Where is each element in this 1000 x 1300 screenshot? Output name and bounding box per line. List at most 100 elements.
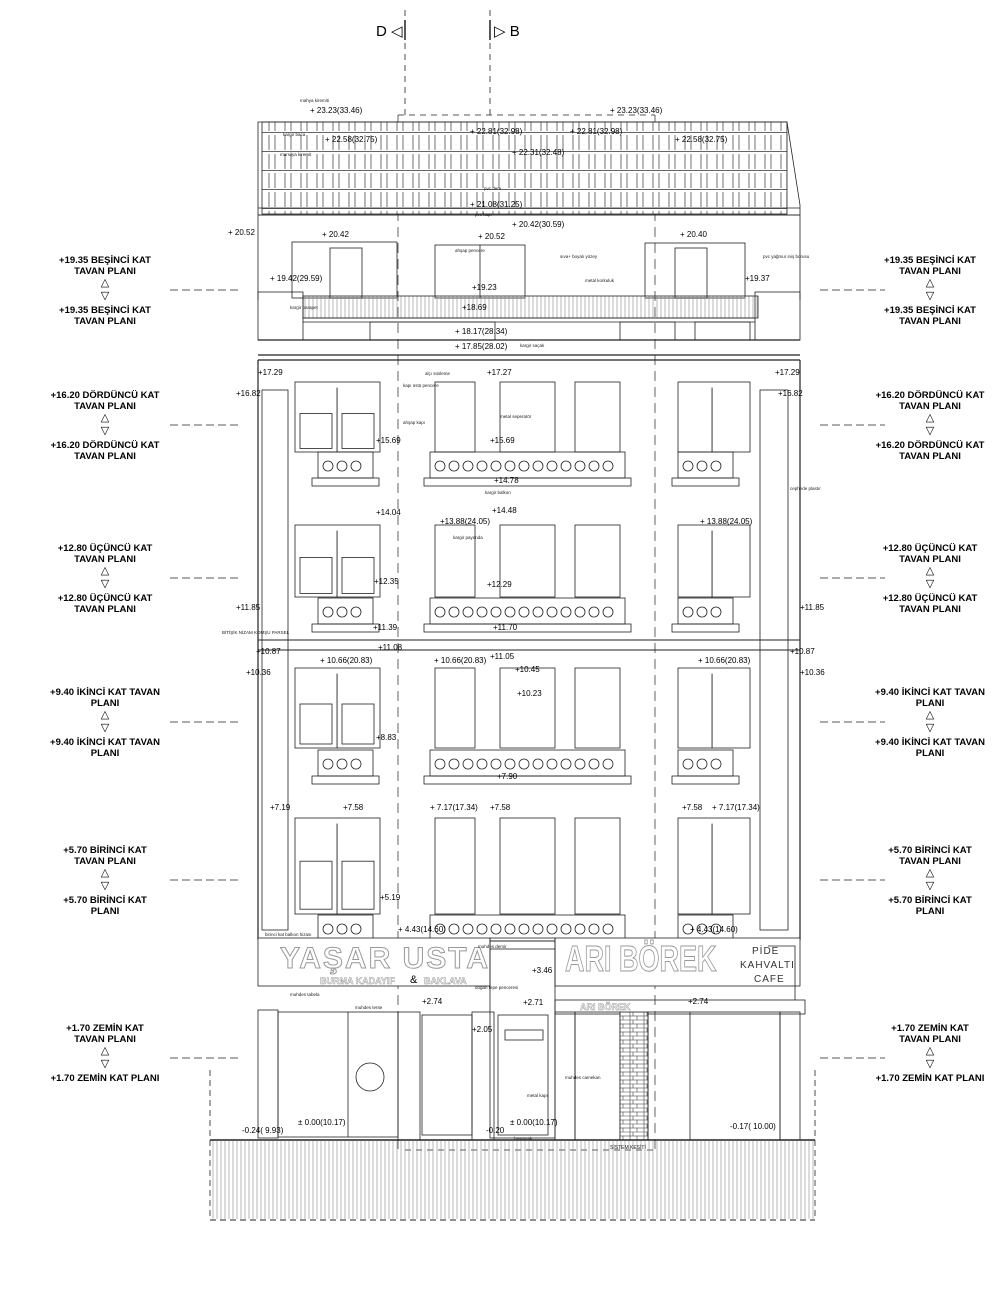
window-frame [423,623,632,633]
level-label-upper: +19.35 BEŞİNCİ KAT TAVAN PLANI [59,255,151,277]
level-triangle-icon: △ [925,709,935,721]
annotation-note: kargir baca [283,132,306,137]
balcony-baluster [462,606,474,618]
menu-item: PİDE [752,946,780,957]
elevation-mark: +15.69 [376,436,401,445]
balcony-baluster [560,460,572,472]
sign-ari-borek: ARI BÖREK [565,938,717,979]
window-frame [341,703,375,745]
level-label-upper: +5.70 BİRİNCİ KAT TAVAN PLANI [63,845,147,867]
level-label-lower: +9.40 İKİNCİ KAT TAVAN PLANI [875,737,985,759]
elevation-mark: +11.08 [378,643,403,652]
elevation-mark: + 22.58(32.75) [325,135,378,144]
elevation-mark: +12.29 [487,580,512,589]
sign-yasar-sub-b: BAKLAVA [424,976,467,987]
balcony-baluster [448,460,460,472]
level-label-upper: +9.40 İKİNCİ KAT TAVAN PLANI [50,687,160,709]
annotation-note: metal kapı [527,1093,548,1098]
balcony-baluster [696,923,708,935]
window-frame [294,524,381,598]
elevation-mark: +7.19 [270,803,291,812]
balcony-baluster [322,606,334,618]
elevation-mark: +13.88(24.05) [440,517,491,526]
balcony-baluster [476,606,488,618]
elevation-mark: + 22.58(32.75) [675,135,728,144]
elevation-mark: +7.90 [497,772,518,781]
annotation-note: metal seperatör [500,414,532,419]
window-frame [299,860,333,910]
level-label-upper: +5.70 BİRİNCİ KAT TAVAN PLANI [888,845,972,867]
level-triangle-icon: △ [100,277,110,289]
level-label-lower: +19.35 BEŞİNCİ KAT TAVAN PLANI [59,305,151,327]
section-marker-d: D ◁ [376,23,403,40]
window-frame [671,477,740,487]
level-triangle-icon: ▽ [925,880,935,892]
level-label-lower: +1.70 ZEMİN KAT PLANI [50,1073,160,1084]
elevation-mark: +2.74 [688,997,709,1006]
balcony-baluster [504,460,516,472]
awning-ari-borek: ARI BÖREK [580,1002,631,1013]
window-frame [299,413,333,449]
elevation-mark: +10.45 [515,665,540,674]
elevation-mark: + 10.66(20.83) [320,656,373,665]
annotation-note: basamak [514,1136,533,1141]
level-triangle-icon: ▽ [100,1058,110,1070]
annotation-note: cephede plastır [790,486,821,491]
balcony-baluster [434,606,446,618]
balcony-baluster [710,923,722,935]
window-frame [341,557,375,594]
balcony-baluster [574,923,586,935]
menu-item: CAFE [754,974,785,985]
level-label-lower: +5.70 BİRİNCİ KAT PLANI [888,895,972,917]
elevation-mark: +5.19 [380,893,401,902]
balcony-baluster [434,923,446,935]
level-triangle-icon: ▽ [100,425,110,437]
level-triangle-icon: △ [100,867,110,879]
window-frame [294,381,381,453]
window-frame [574,817,621,915]
window-frame [677,381,751,453]
window-frame [434,381,476,453]
balcony-baluster [504,606,516,618]
elevation-mark: + 18.17(28.34) [455,327,508,336]
elevation-mark: + 13.88(24.05) [700,517,753,526]
level-triangle-icon: △ [925,277,935,289]
level-triangle-icon: △ [100,709,110,721]
elevation-mark: + 19.42(29.59) [270,274,323,283]
window-frame [311,477,380,487]
level-triangle-icon: △ [100,412,110,424]
annotation-note: muhdes tente [355,1005,383,1010]
window-frame [574,667,621,749]
roof [261,121,788,215]
level-label-lower: +5.70 BİRİNCİ KAT PLANI [63,895,147,917]
elevation-mark: + 20.52 [478,232,505,241]
elevation-mark: +17.27 [487,368,512,377]
level-label-lower: +16.20 DÖRDÜNCÜ KAT TAVAN PLANI [875,440,985,462]
elevation-mark: + 4.43(14.60) [690,925,738,934]
annotation-note: kapı üstü pencere [403,383,439,388]
annotation-note: kargir balkon [485,490,511,495]
annotation-note: doğan tepe penceresi [475,985,519,990]
window-frame [499,817,556,915]
balcony-baluster [710,758,722,770]
balcony-baluster [574,460,586,472]
elevation-mark: +19.23 [472,283,497,292]
annotation-note: kargir payanda [453,535,483,540]
balcony-baluster [504,758,516,770]
elevation-mark: + 21.08(31.25) [470,200,523,209]
window-frame [434,817,476,915]
balcony-baluster [490,606,502,618]
balcony-baluster [532,758,544,770]
elevation-mark: +11.70 [493,623,518,632]
balcony-baluster [546,758,558,770]
elevation-mark: +14.04 [376,508,401,517]
balcony-baluster [336,758,348,770]
elevation-mark: + 20.42 [322,230,349,239]
elevation-mark: + 10.66(20.83) [434,656,487,665]
elevation-mark: + 22.81(32.98) [470,127,523,136]
window-frame [677,667,751,749]
elevation-mark: + 20.42(30.59) [512,220,565,229]
elevation-mark: +11.05 [490,652,515,661]
annotation-note: birinci kat balkon hizası [265,932,312,937]
